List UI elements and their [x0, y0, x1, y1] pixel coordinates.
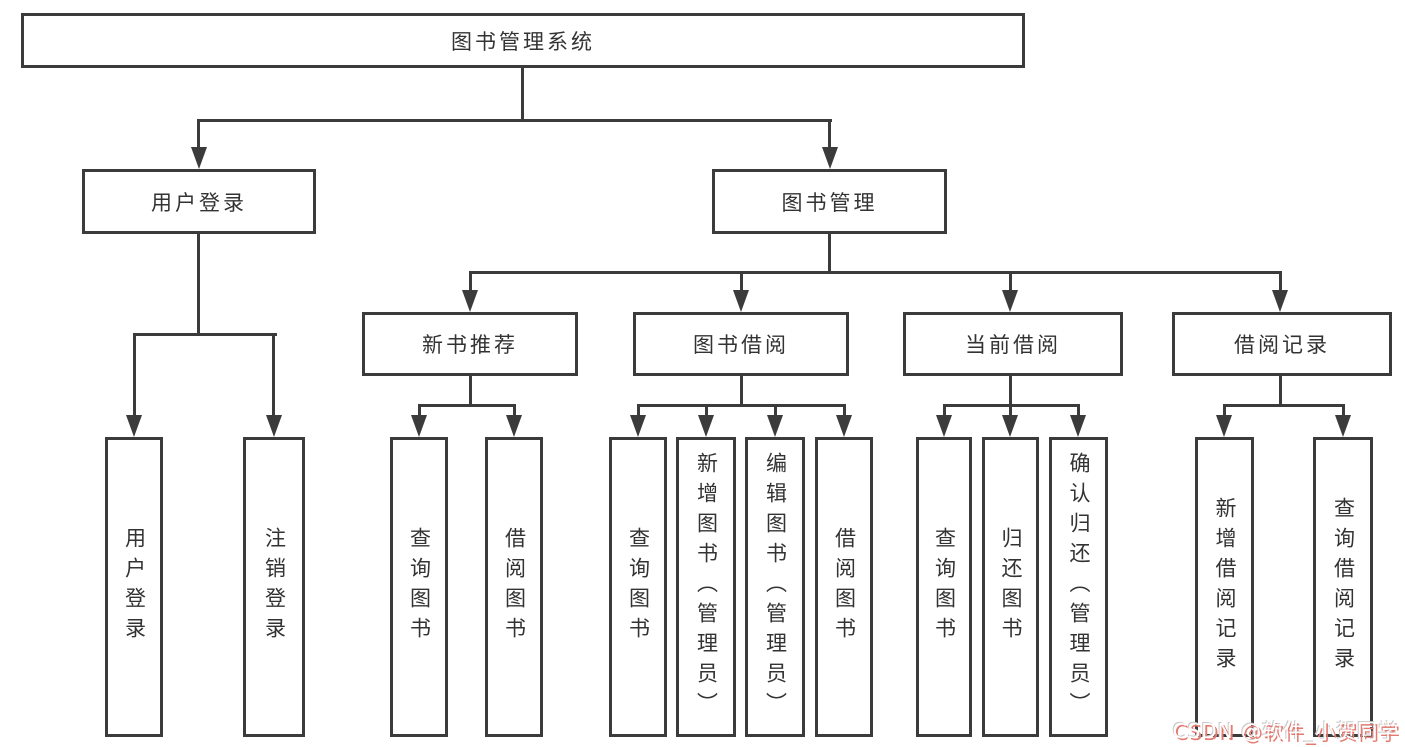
- node-book-management-label: 图书管理: [781, 190, 878, 215]
- connector-level2-rail: [469, 271, 1282, 274]
- leaf-label: 用户登录: [122, 527, 147, 647]
- node-book-management: 图书管理: [712, 169, 947, 234]
- node-current-borrow: 当前借阅: [903, 312, 1123, 376]
- arrowhead-login-leaf: [126, 415, 142, 437]
- leaf-label: 查询图书: [932, 527, 957, 647]
- arrowhead-book-borrow: [733, 290, 749, 312]
- leaf-label: 查询图书: [626, 527, 651, 647]
- csdn-watermark: CSDN @软件_小贺同学: [1172, 719, 1399, 743]
- connector-root-rail: [197, 119, 832, 122]
- connector-borrowrecords-rail: [1223, 404, 1345, 407]
- leaf-user-login: 用户登录: [105, 437, 163, 737]
- node-user-login: 用户登录: [82, 169, 316, 234]
- node-book-borrow: 图书借阅: [633, 312, 849, 376]
- connector-drop-current-borrow: [1009, 271, 1012, 293]
- arrowhead-leaf: [1070, 415, 1086, 437]
- arrowhead-leaf: [936, 415, 952, 437]
- leaf-return-books: 归还图书: [982, 437, 1039, 737]
- leaf-query-books: 查询图书: [390, 437, 448, 737]
- connector-drop-book-management: [828, 119, 831, 149]
- node-root-label: 图书管理系统: [451, 29, 595, 54]
- leaf-query-books: 查询图书: [609, 437, 667, 737]
- arrowhead-leaf: [630, 415, 646, 437]
- leaf-label: 借阅图书: [502, 527, 527, 647]
- connector-drop-leaf: [1077, 404, 1080, 418]
- arrowhead-leaf: [1335, 415, 1351, 437]
- node-current-borrow-label: 当前借阅: [965, 333, 1061, 357]
- leaf-label: 确认归还（管理员）: [1067, 452, 1091, 722]
- arrowhead-leaf: [698, 415, 714, 437]
- leaf-add-books-admin: 新增图书（管理员）: [676, 437, 736, 737]
- connector-drop-leaf: [1342, 404, 1345, 418]
- arrowhead-logout-leaf: [266, 415, 282, 437]
- connector-newbook-stub: [469, 376, 472, 407]
- leaf-label: 注销登录: [262, 527, 287, 647]
- arrowhead-leaf: [1002, 415, 1018, 437]
- connector-bookborrow-stub: [740, 376, 743, 407]
- leaf-query-borrow-record: 查询借阅记录: [1313, 437, 1373, 737]
- leaf-label: 归还图书: [999, 527, 1023, 647]
- leaf-label: 新增图书（管理员）: [694, 452, 719, 722]
- connector-drop-book-borrow: [740, 271, 743, 293]
- node-borrow-records: 借阅记录: [1172, 312, 1392, 376]
- connector-bookborrow-rail: [637, 404, 846, 407]
- leaf-edit-books-admin: 编辑图书（管理员）: [745, 437, 805, 737]
- connector-drop-login-leaf: [133, 333, 136, 417]
- connector-drop-leaf: [418, 404, 421, 418]
- connector-drop-leaf: [1223, 404, 1226, 418]
- connector-userlogin-stub: [197, 234, 200, 336]
- connector-drop-leaf: [705, 404, 708, 418]
- node-user-login-label: 用户登录: [151, 190, 247, 215]
- arrowhead-user-login: [191, 147, 207, 169]
- leaf-label: 编辑图书（管理员）: [763, 452, 788, 722]
- connector-drop-leaf: [637, 404, 640, 418]
- arrowhead-leaf: [767, 415, 783, 437]
- connector-drop-user-login: [197, 119, 200, 149]
- node-new-book-recommend-label: 新书推荐: [422, 333, 518, 357]
- connector-borrowrecords-stub: [1279, 376, 1282, 407]
- node-borrow-records-label: 借阅记录: [1234, 333, 1330, 357]
- connector-root-stub: [521, 68, 524, 120]
- leaf-add-borrow-record: 新增借阅记录: [1195, 437, 1254, 737]
- leaf-borrow-books: 借阅图书: [485, 437, 543, 737]
- node-book-borrow-label: 图书借阅: [693, 333, 789, 357]
- leaf-logout: 注销登录: [243, 437, 305, 737]
- connector-drop-leaf: [774, 404, 777, 418]
- arrowhead-leaf: [506, 415, 522, 437]
- connector-drop-leaf: [843, 404, 846, 418]
- connector-userlogin-rail: [133, 333, 277, 336]
- leaf-label: 查询图书: [407, 527, 432, 647]
- leaf-borrow-books: 借阅图书: [815, 437, 873, 737]
- node-root: 图书管理系统: [21, 13, 1025, 68]
- connector-drop-leaf: [943, 404, 946, 418]
- arrowhead-borrow-records: [1272, 290, 1288, 312]
- leaf-label: 新增借阅记录: [1213, 497, 1237, 677]
- arrowhead-new-book: [462, 290, 478, 312]
- connector-currentborrow-stub: [1009, 376, 1012, 407]
- node-new-book-recommend: 新书推荐: [362, 312, 578, 376]
- leaf-confirm-return-admin: 确认归还（管理员）: [1049, 437, 1108, 737]
- arrowhead-leaf: [836, 415, 852, 437]
- connector-drop-borrow-records: [1279, 271, 1282, 293]
- arrowhead-book-management: [822, 147, 838, 169]
- connector-drop-logout-leaf: [272, 333, 275, 417]
- leaf-label: 借阅图书: [832, 527, 857, 647]
- arrowhead-leaf: [411, 415, 427, 437]
- connector-drop-leaf: [513, 404, 516, 418]
- connector-bookmgmt-stub: [828, 234, 831, 273]
- connector-drop-new-book: [469, 271, 472, 293]
- leaf-query-books: 查询图书: [916, 437, 972, 737]
- arrowhead-leaf: [1216, 415, 1232, 437]
- leaf-label: 查询借阅记录: [1331, 497, 1356, 677]
- connector-drop-leaf: [1009, 404, 1012, 418]
- arrowhead-current-borrow: [1002, 290, 1018, 312]
- connector-newbook-rail: [418, 404, 516, 407]
